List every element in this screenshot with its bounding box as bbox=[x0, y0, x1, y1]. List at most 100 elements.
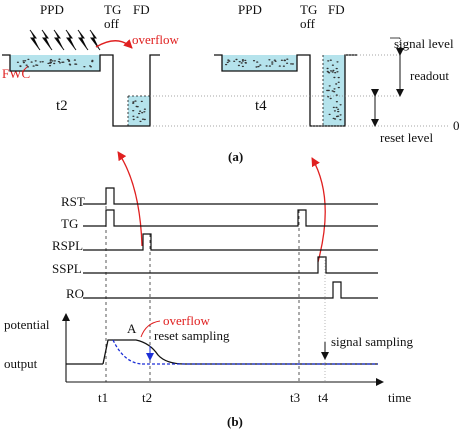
electron-dot bbox=[337, 115, 340, 117]
electron-dot bbox=[58, 58, 61, 60]
electron-dot bbox=[241, 60, 244, 62]
electron-dot bbox=[233, 60, 236, 62]
electron-dot bbox=[257, 65, 260, 68]
waveform-tg bbox=[83, 209, 378, 227]
readout-label: readout bbox=[410, 68, 449, 83]
electron-dot bbox=[143, 118, 146, 121]
tg-off-label-right: off bbox=[300, 16, 316, 31]
electron-dot bbox=[235, 58, 238, 61]
electron-dot bbox=[337, 108, 340, 111]
electron-dot bbox=[241, 65, 244, 68]
link-arrow-t4 bbox=[311, 157, 326, 263]
electron-dot bbox=[291, 63, 294, 65]
electron-dot bbox=[334, 118, 337, 120]
electron-dot bbox=[30, 61, 33, 63]
electron-dot bbox=[141, 112, 144, 114]
electron-dot bbox=[26, 66, 30, 68]
electron-dot bbox=[327, 96, 330, 98]
electron-dot bbox=[332, 69, 335, 72]
output-label: output bbox=[4, 356, 38, 371]
electron-dot bbox=[73, 59, 76, 61]
electron-dot bbox=[62, 61, 65, 63]
electron-dot bbox=[49, 59, 53, 61]
electron-dot bbox=[328, 85, 331, 87]
electron-dot bbox=[24, 60, 27, 62]
reset-sampling-label: reset sampling bbox=[154, 328, 230, 343]
fd-label-right: FD bbox=[328, 2, 345, 17]
electron-dot bbox=[25, 64, 28, 66]
potential-label: potential bbox=[4, 317, 50, 332]
electron-dot bbox=[290, 63, 293, 65]
time-tick-t2: t2 bbox=[142, 390, 152, 405]
electron-dot bbox=[57, 60, 61, 63]
electron-dot bbox=[22, 61, 25, 64]
electron-dot bbox=[226, 61, 229, 64]
electron-dot bbox=[35, 64, 38, 66]
electron-dot bbox=[335, 83, 338, 85]
electron-dot bbox=[327, 60, 330, 62]
electron-dot bbox=[328, 113, 331, 116]
electron-dot bbox=[333, 110, 336, 112]
part-a-diagram: PPD TG off FD overflow FWC t2 PPD TG bbox=[2, 2, 460, 164]
electron-dot bbox=[326, 67, 329, 70]
electron-dot bbox=[132, 102, 135, 104]
electron-dot bbox=[326, 70, 329, 73]
electron-dot bbox=[334, 72, 337, 74]
ppd-charge-left bbox=[10, 55, 100, 71]
ppd-charge-right bbox=[222, 55, 297, 71]
electron-dot bbox=[132, 101, 135, 103]
electron-dot bbox=[280, 59, 283, 61]
electron-dot bbox=[329, 59, 332, 61]
electron-dot bbox=[335, 67, 338, 70]
caption-b: (b) bbox=[227, 414, 243, 429]
electron-dot bbox=[273, 59, 276, 61]
tg-off-label-left: off bbox=[104, 16, 120, 31]
electron-dot bbox=[335, 106, 338, 109]
electron-dot bbox=[83, 66, 86, 68]
electron-dot bbox=[335, 94, 338, 96]
overflow-label-a: overflow bbox=[132, 32, 180, 47]
electron-dot bbox=[326, 89, 329, 92]
waveform-rspl bbox=[83, 233, 378, 251]
signal-label-rspl: RSPL bbox=[52, 238, 83, 253]
potential-curve-overflow bbox=[102, 339, 378, 365]
electron-dot bbox=[238, 61, 241, 63]
electron-dot bbox=[27, 58, 30, 61]
tg-label-right: TG bbox=[300, 2, 317, 17]
electron-dot bbox=[49, 61, 53, 64]
electron-dot bbox=[333, 76, 336, 79]
waveform-sspl bbox=[83, 256, 378, 274]
electron-dot bbox=[41, 61, 44, 63]
electron-dot bbox=[286, 58, 289, 60]
electron-dot bbox=[255, 66, 258, 68]
electron-dot bbox=[339, 114, 342, 116]
zero-label: 0 bbox=[453, 118, 460, 133]
waveform-rst bbox=[83, 187, 378, 205]
electron-dot bbox=[282, 65, 285, 67]
electron-dot bbox=[32, 65, 35, 67]
electron-dot bbox=[58, 62, 62, 64]
electron-dot bbox=[256, 61, 259, 63]
part-b-timing: RST TG RSPL SSPL RO potential output A o… bbox=[4, 187, 413, 429]
electron-dot bbox=[51, 60, 54, 62]
signal-label-rst: RST bbox=[61, 194, 85, 209]
overflow-pointer-b bbox=[140, 320, 161, 338]
electron-dot bbox=[136, 116, 139, 118]
electron-dot bbox=[268, 65, 271, 67]
point-a-label: A bbox=[127, 321, 137, 336]
electron-dot bbox=[132, 110, 135, 112]
caption-a: (a) bbox=[228, 149, 243, 164]
electron-dot bbox=[69, 64, 72, 66]
electron-dot bbox=[252, 60, 256, 62]
electron-dot bbox=[53, 62, 56, 65]
electron-dot bbox=[244, 62, 247, 64]
electron-dot bbox=[337, 76, 340, 79]
electron-dot bbox=[88, 65, 92, 67]
electron-dot bbox=[22, 60, 25, 62]
electron-dot bbox=[333, 88, 336, 90]
electron-dot bbox=[331, 71, 334, 73]
electron-dot bbox=[228, 60, 231, 62]
overflow-arrow-a bbox=[95, 39, 133, 49]
electron-dot bbox=[132, 115, 135, 118]
electron-dot bbox=[259, 64, 262, 66]
